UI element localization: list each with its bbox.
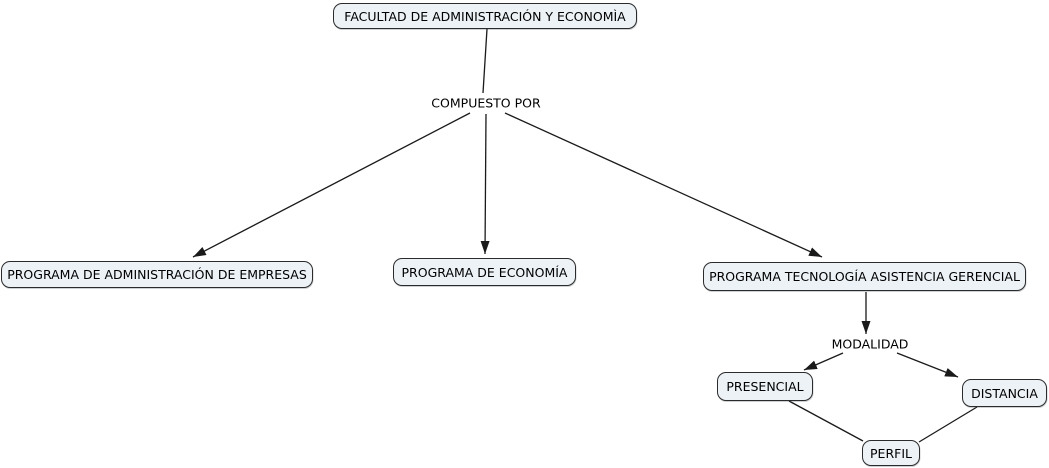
edge-faculty-compuesto	[482, 28, 488, 94]
node-facultad-administracion-economia[interactable]: FACULTAD DE ADMINISTRACIÓN Y ECONOMÌA	[333, 3, 637, 29]
node-programa-tecnologia-asistencia-gerencial[interactable]: PROGRAMA TECNOLOGÍA ASISTENCIA GERENCIAL	[703, 262, 1026, 291]
edge-modalidad-presencial	[803, 352, 844, 371]
edge-distancia-perfil	[918, 406, 978, 443]
edge-modalidad-distancia	[896, 352, 959, 378]
node-distancia[interactable]: DISTANCIA	[962, 379, 1047, 407]
edge-presencial-perfil	[788, 400, 864, 442]
edge-compuesto-admin	[192, 112, 471, 258]
link-label-modalidad[interactable]: MODALIDAD	[831, 336, 909, 352]
link-label-compuesto-por[interactable]: COMPUESTO POR	[431, 95, 541, 111]
edge-compuesto-tech	[504, 112, 823, 258]
node-presencial[interactable]: PRESENCIAL	[717, 372, 813, 401]
edge-compuesto-econ	[480, 113, 490, 255]
node-programa-administracion-empresas[interactable]: PROGRAMA DE ADMINISTRACIÓN DE EMPRESAS	[1, 261, 313, 288]
node-programa-economia[interactable]: PROGRAMA DE ECONOMÍA	[393, 258, 576, 286]
node-perfil[interactable]: PERFIL	[862, 440, 920, 466]
